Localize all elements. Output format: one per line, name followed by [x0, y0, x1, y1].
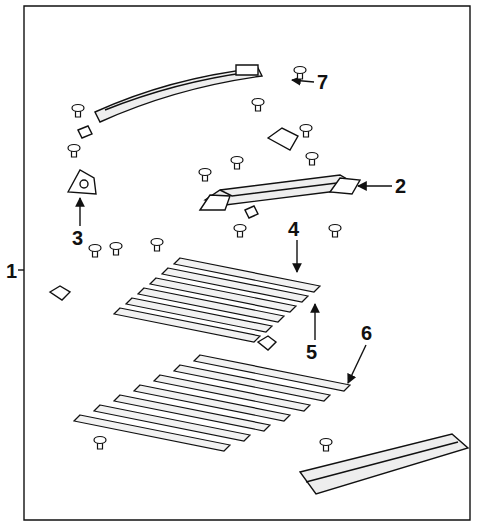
screw	[320, 439, 332, 452]
screw	[110, 243, 122, 256]
screw-head	[320, 439, 332, 446]
screws	[68, 67, 341, 452]
callout-number: 4	[287, 219, 300, 239]
clip	[78, 126, 92, 138]
screw-head	[306, 153, 318, 160]
frame	[24, 6, 470, 520]
clip	[258, 336, 276, 350]
spoiler	[300, 434, 468, 494]
screw-head	[252, 99, 264, 106]
screw	[68, 145, 80, 158]
screw	[294, 67, 306, 80]
screw-head	[89, 245, 101, 252]
screw-head	[68, 145, 80, 152]
foot	[268, 128, 298, 150]
leader-line	[348, 345, 366, 383]
screw	[329, 225, 341, 238]
clip	[245, 206, 258, 218]
screw	[300, 125, 312, 138]
callout-number: 7	[316, 72, 329, 92]
screw-head	[234, 225, 246, 232]
slats	[74, 258, 350, 451]
screw-head	[329, 225, 341, 232]
foot-hole	[80, 180, 88, 188]
screw	[151, 239, 163, 252]
leader-line	[314, 304, 315, 340]
slat	[74, 415, 230, 451]
screw	[231, 157, 243, 170]
leader-line	[358, 185, 392, 186]
screw	[306, 153, 318, 166]
spoiler-edge	[306, 442, 458, 482]
callout-number: 6	[360, 323, 373, 343]
screw-head	[72, 105, 84, 112]
leader-line	[296, 240, 297, 272]
screw	[234, 225, 246, 238]
clip	[50, 286, 70, 300]
screw	[199, 169, 211, 182]
screw-head	[231, 157, 243, 164]
screw	[94, 437, 106, 450]
screw	[252, 99, 264, 112]
screw-head	[294, 67, 306, 74]
foot	[68, 170, 96, 194]
screw-head	[300, 125, 312, 132]
callout-number: 1	[5, 261, 18, 281]
leader-line	[292, 80, 314, 82]
crossbar	[200, 175, 360, 210]
leader-line	[79, 198, 80, 226]
screw	[89, 245, 101, 258]
screw-head	[94, 437, 106, 444]
slat	[114, 308, 260, 342]
screw-head	[110, 243, 122, 250]
callout-number: 3	[71, 228, 84, 248]
screw	[72, 105, 84, 118]
screw-head	[151, 239, 163, 246]
callout-number: 2	[394, 176, 407, 196]
front-rail	[95, 65, 262, 122]
screw-head	[199, 169, 211, 176]
callout-number: 5	[305, 342, 318, 362]
